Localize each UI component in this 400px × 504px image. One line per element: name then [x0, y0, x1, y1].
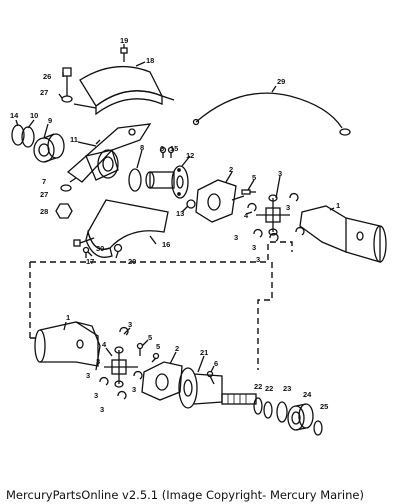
callout-1-upper: 1: [336, 201, 340, 210]
callout-10: 10: [30, 111, 38, 120]
part-3-snap-ring-u4: [269, 232, 279, 242]
part-30-bolt: [73, 237, 95, 247]
callout-labels: 19 18 26 27 14 10 9 11 7 27 28 8 6 15 12…: [10, 36, 340, 414]
callout-6-upper: 6: [160, 144, 164, 153]
callout-18: 18: [146, 56, 154, 65]
callout-3-u-top: 3: [278, 169, 282, 178]
callout-3-l-low: 3: [94, 391, 98, 400]
part-4-ujoint-cross-lower: [104, 346, 138, 388]
callout-3-u-mid: 3: [252, 243, 256, 252]
part-9-bearing: [33, 133, 65, 163]
part-21-output-shaft: [178, 367, 257, 409]
callout-3-l-mid: 3: [86, 371, 90, 380]
callout-4-lower: 4: [102, 340, 107, 349]
part-1-driveshaft-lower: [34, 321, 101, 371]
exploded-parts-diagram: 19 18 26 27 14 10 9 11 7 27 28 8 6 15 12…: [10, 36, 387, 436]
callout-20: 20: [128, 257, 136, 266]
part-2-yoke-lower: [141, 361, 183, 401]
callout-5-lower-b: 5: [156, 342, 160, 351]
callout-17: 17: [86, 257, 94, 266]
part-24-bearing: [287, 403, 314, 431]
part-16-lower-shroud: [85, 199, 169, 258]
callout-22-a: 22: [254, 382, 262, 391]
callout-23: 23: [283, 384, 291, 393]
part-25-ring: [313, 420, 323, 436]
part-3-snap-ring-l3: [117, 390, 127, 400]
callout-4-upper: 4: [244, 211, 249, 220]
part-5-screw-upper: [241, 189, 256, 195]
callout-11: 11: [70, 135, 78, 144]
part-22-ring-b: [263, 401, 273, 419]
part-2-yoke-upper: [195, 179, 245, 223]
part-23-snap-ring: [276, 401, 288, 423]
part-5-screw-lower-b: [151, 352, 160, 363]
callout-2-upper: 2: [229, 165, 233, 174]
callout-21: 21: [200, 348, 208, 357]
copyright-caption: MercuryPartsOnline v2.5.1 (Image Copyrig…: [6, 488, 364, 502]
part-3-snap-ring-l1: [119, 326, 129, 336]
part-4-ujoint-cross-upper: [256, 194, 290, 236]
part-8-seal: [128, 168, 142, 192]
leader-lines: [15, 44, 335, 373]
callout-28: 28: [40, 207, 48, 216]
callout-29: 29: [277, 77, 285, 86]
callout-27-lower: 27: [40, 190, 48, 199]
callout-7: 7: [42, 177, 46, 186]
callout-26: 26: [43, 72, 51, 81]
part-17-screw: [82, 246, 90, 258]
callout-27-upper: 27: [40, 88, 48, 97]
callout-3-u-right: 3: [286, 203, 290, 212]
part-28-nut: [55, 203, 73, 219]
part-13-ring: [186, 199, 196, 209]
part-18-upper-shroud: [73, 66, 175, 116]
callout-9: 9: [48, 116, 52, 125]
callout-6-lower: 6: [214, 359, 218, 368]
part-26-bolt: [62, 67, 72, 96]
part-6-screw-upper: [159, 146, 167, 158]
part-19-screw: [120, 47, 128, 62]
callout-3-l-right: 3: [132, 385, 136, 394]
callout-2-lower: 2: [175, 344, 179, 353]
callout-16-lower: 16: [162, 240, 170, 249]
callout-24: 24: [303, 390, 312, 399]
part-27-washer-lower: [60, 184, 72, 192]
callout-22-b: 22: [265, 384, 273, 393]
part-20-nut: [113, 243, 123, 253]
callout-14: 14: [10, 111, 19, 120]
callout-8: 8: [140, 143, 144, 152]
callout-5-lower-a: 5: [148, 333, 152, 342]
part-3-snap-ring-u3: [253, 228, 263, 238]
part-29-cable: [192, 92, 351, 136]
part-1-driveshaft-upper: [299, 205, 387, 263]
callout-3-l-left: 3: [96, 357, 100, 366]
callout-3-l-top: 3: [128, 320, 132, 329]
part-15-screw: [167, 146, 175, 158]
callout-25: 25: [320, 402, 328, 411]
part-3-snap-ring-l4: [133, 370, 143, 380]
part-12-flange-shaft: [145, 165, 189, 199]
part-27-washer-upper: [61, 95, 73, 103]
part-3-snap-ring-u2: [289, 192, 299, 202]
part-22-ring-a: [253, 397, 263, 415]
callout-3-u-left: 3: [234, 233, 238, 242]
callout-1-lower: 1: [66, 313, 70, 322]
dashed-assembly-path: [29, 241, 293, 370]
callout-3-l-bottom: 3: [100, 405, 104, 414]
part-6-screw-lower: [206, 370, 215, 385]
callout-13: 13: [176, 209, 184, 218]
callout-3-u-bottom: 3: [256, 255, 260, 264]
callout-30: 30: [96, 244, 104, 253]
part-11-bracket: [66, 123, 152, 183]
callout-12: 12: [186, 151, 194, 160]
callout-5-upper: 5: [252, 173, 256, 182]
callout-19: 19: [120, 36, 128, 45]
part-3-snap-ring-l2: [99, 376, 109, 386]
part-3-snap-ring-u1: [247, 202, 257, 212]
callout-15: 15: [170, 144, 178, 153]
